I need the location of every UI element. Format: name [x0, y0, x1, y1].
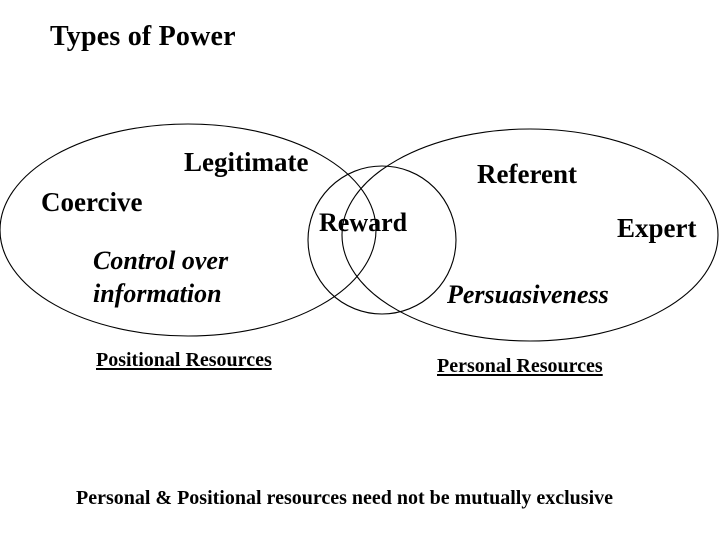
slide-footnote: Personal & Positional resources need not…	[76, 487, 614, 509]
label-positional-resources: Positional Resources	[96, 349, 272, 371]
label-personal-resources: Personal Resources	[437, 355, 603, 377]
label-legitimate: Legitimate	[184, 147, 309, 177]
label-referent: Referent	[477, 159, 577, 189]
label-reward: Reward	[319, 208, 408, 237]
label-expert: Expert	[617, 213, 697, 243]
label-persuasiveness: Persuasiveness	[447, 280, 609, 309]
label-coercive: Coercive	[41, 187, 143, 217]
label-control-over-information: Control over information	[93, 246, 229, 309]
page-title: Types of Power	[50, 21, 236, 52]
